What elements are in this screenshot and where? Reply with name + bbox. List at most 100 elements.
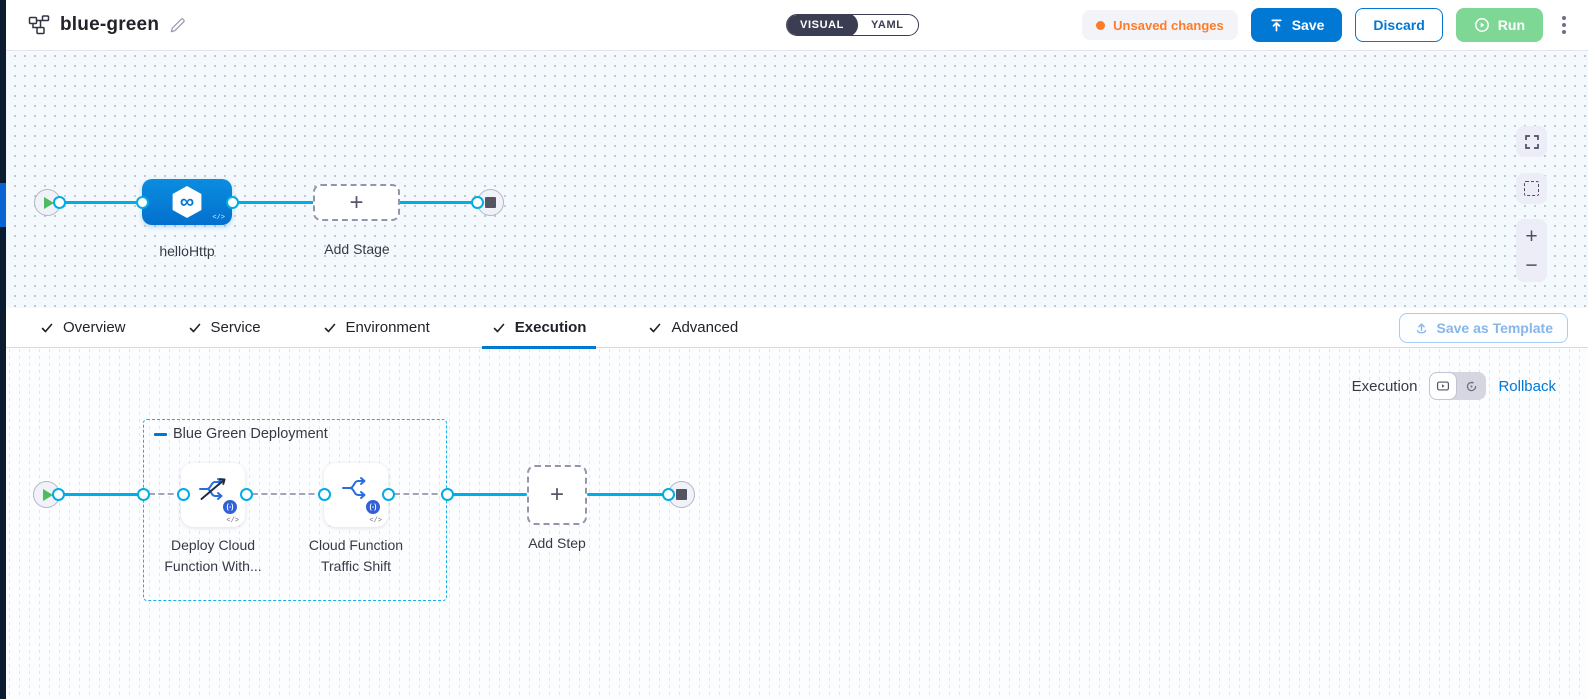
- save-button[interactable]: Save: [1250, 8, 1343, 42]
- execution-canvas[interactable]: Execution Rollback: [0, 348, 1588, 699]
- code-glyph-icon: </>: [369, 517, 382, 525]
- tab-service[interactable]: Service: [178, 308, 271, 348]
- tab-label: Advanced: [671, 319, 739, 336]
- step-card-deploy-cloud-function[interactable]: (-) </>: [181, 463, 245, 527]
- unsaved-changes-badge: Unsaved changes: [1082, 10, 1238, 40]
- pipeline-end-node[interactable]: [477, 189, 504, 216]
- tab-execution[interactable]: Execution: [481, 308, 597, 349]
- step-label: Cloud Function Traffic Shift: [308, 537, 404, 574]
- start-play-icon: [44, 196, 54, 209]
- execution-mode-label: Execution: [1351, 377, 1418, 395]
- left-nav-active-indicator: [0, 183, 6, 227]
- step-group-blue-green-deployment[interactable]: Blue Green Deployment: [143, 419, 447, 601]
- node-port[interactable]: [441, 488, 454, 501]
- plus-icon: +: [549, 481, 564, 508]
- node-port[interactable]: [53, 196, 66, 209]
- deploy-cloud-function-icon: [199, 478, 226, 500]
- node-port[interactable]: [662, 488, 675, 501]
- node-port[interactable]: [240, 488, 253, 501]
- cloud-function-badge-icon: (-): [222, 499, 238, 515]
- header: blue-green VISUAL YAML Unsaved changes S…: [0, 0, 1588, 51]
- tab-advanced[interactable]: Advanced: [638, 308, 748, 348]
- toggle-yaml[interactable]: YAML: [870, 19, 904, 31]
- add-stage-label: Add Stage: [324, 241, 390, 257]
- code-glyph-icon: </>: [226, 517, 239, 525]
- unsaved-changes-label: Unsaved changes: [1113, 17, 1224, 33]
- node-port[interactable]: [226, 196, 239, 209]
- execution-view-icon: [1437, 381, 1450, 391]
- connector-line: [447, 493, 527, 496]
- save-upload-icon: [1271, 19, 1282, 31]
- tab-label: Service: [210, 319, 261, 336]
- more-options-kebab-icon[interactable]: [1556, 12, 1572, 38]
- tab-label: Environment: [345, 319, 430, 336]
- connector-line: [399, 201, 484, 204]
- save-button-label: Save: [1291, 17, 1325, 33]
- fullscreen-icon: [1524, 134, 1539, 149]
- execution-mode-row: Execution Rollback: [1352, 372, 1556, 400]
- marquee-select-button[interactable]: [1516, 173, 1547, 204]
- stage-tab-bar: Overview Service Environment Execution A…: [0, 308, 1588, 349]
- left-nav-strip[interactable]: [0, 0, 6, 699]
- check-icon: [189, 323, 200, 332]
- connector-line: [231, 201, 316, 204]
- edit-pencil-icon[interactable]: [169, 17, 186, 34]
- add-stage-button[interactable]: +: [313, 184, 400, 221]
- discard-button[interactable]: Discard: [1355, 8, 1443, 42]
- tab-environment[interactable]: Environment: [313, 308, 440, 348]
- node-port[interactable]: [471, 196, 484, 209]
- execution-view-button[interactable]: [1429, 372, 1458, 400]
- stop-square-icon: [676, 489, 687, 500]
- node-port[interactable]: [177, 488, 190, 501]
- toggle-visual[interactable]: VISUAL: [787, 15, 858, 35]
- infinity-icon: ∞: [179, 191, 195, 213]
- stage-card-hellohttp[interactable]: ∞ </>: [142, 179, 232, 225]
- page-title: blue-green: [60, 14, 160, 35]
- check-icon: [324, 323, 335, 332]
- run-button-label: Run: [1497, 17, 1525, 33]
- step-group-label: Blue Green Deployment: [173, 426, 328, 442]
- node-port[interactable]: [318, 488, 331, 501]
- zoom-in-button[interactable]: +: [1525, 224, 1538, 248]
- save-as-template-label: Save as Template: [1436, 319, 1553, 336]
- dashed-connector-line: [252, 493, 324, 495]
- run-play-icon: [1474, 18, 1489, 32]
- stop-square-icon: [485, 197, 496, 208]
- header-actions: Unsaved changes Save Discard Run: [1082, 8, 1572, 42]
- tab-overview[interactable]: Overview: [30, 308, 136, 348]
- fullscreen-button[interactable]: [1516, 126, 1547, 157]
- title-group: blue-green: [28, 14, 186, 36]
- node-port[interactable]: [136, 196, 149, 209]
- rollback-link[interactable]: Rollback: [1498, 377, 1556, 395]
- marquee-select-icon: [1524, 181, 1539, 196]
- zoom-out-button[interactable]: −: [1525, 253, 1538, 277]
- dashed-connector-line: [394, 493, 447, 495]
- node-port[interactable]: [382, 488, 395, 501]
- start-play-icon: [43, 488, 53, 501]
- execution-rollback-toggle[interactable]: [1429, 372, 1487, 400]
- tab-label: Execution: [514, 319, 587, 336]
- traffic-shift-icon: [342, 477, 366, 499]
- step-card-traffic-shift[interactable]: (-) </>: [324, 463, 388, 527]
- save-as-template-button[interactable]: Save as Template: [1398, 312, 1568, 343]
- step-group-label-row: Blue Green Deployment: [154, 426, 328, 442]
- run-button[interactable]: Run: [1455, 8, 1543, 42]
- deploy-stage-hexagon-icon: ∞: [172, 186, 202, 218]
- code-glyph-icon: </>: [212, 214, 225, 222]
- stage-canvas[interactable]: ∞ </> helloHttp + Add Stage + −: [0, 51, 1588, 308]
- check-icon: [41, 323, 53, 332]
- connector-line: [46, 493, 143, 496]
- node-port[interactable]: [137, 488, 150, 501]
- node-port[interactable]: [52, 488, 65, 501]
- zoom-controls: + −: [1516, 219, 1547, 282]
- unsaved-dot-icon: [1096, 20, 1106, 30]
- template-upload-icon: [1416, 323, 1426, 334]
- discard-button-label: Discard: [1373, 17, 1425, 33]
- tab-label: Overview: [63, 319, 126, 336]
- group-collapse-dash-icon[interactable]: [154, 432, 167, 436]
- cloud-function-badge-icon: (-): [365, 499, 381, 515]
- rollback-icon: [1466, 380, 1477, 391]
- add-step-button[interactable]: +: [527, 465, 587, 525]
- rollback-view-button[interactable]: [1457, 372, 1485, 400]
